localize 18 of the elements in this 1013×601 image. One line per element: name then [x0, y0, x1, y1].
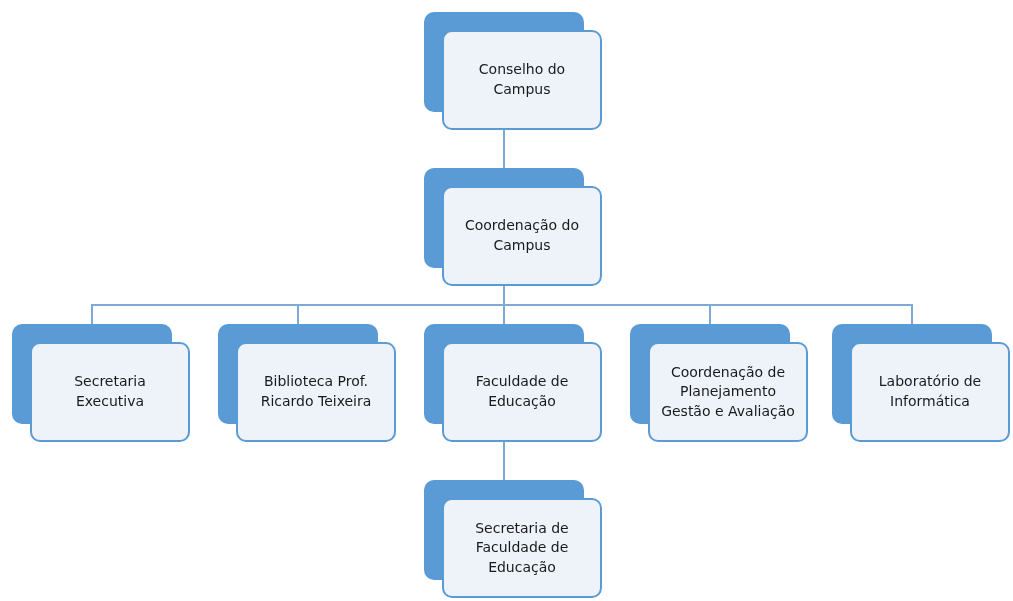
connector-line — [503, 441, 505, 481]
org-unit-box — [218, 324, 396, 442]
org-unit-box — [12, 324, 190, 442]
org-unit-box — [630, 324, 808, 442]
org-unit-box — [424, 12, 602, 130]
connector-line — [503, 129, 505, 169]
unit-name: Conselho do Campus — [477, 60, 567, 99]
org-unit-box — [424, 168, 602, 286]
org-unit-box — [424, 480, 602, 598]
unit-name: Faculdade de Educação — [474, 372, 570, 411]
unit-name: Coordenação do Campus — [463, 216, 581, 255]
unit-name: Biblioteca Prof. Ricardo Teixeira — [259, 372, 373, 411]
org-unit-box — [424, 324, 602, 442]
org-unit-box — [832, 324, 1010, 442]
unit-name: Coordenação de Planejamento Gestão e Avaliação — [660, 362, 796, 421]
unit-name: Secretaria de Faculdade de Educação — [474, 518, 570, 577]
unit-name: Secretaria Executiva — [73, 372, 147, 411]
unit-name: Laboratório de Informática — [877, 372, 983, 411]
